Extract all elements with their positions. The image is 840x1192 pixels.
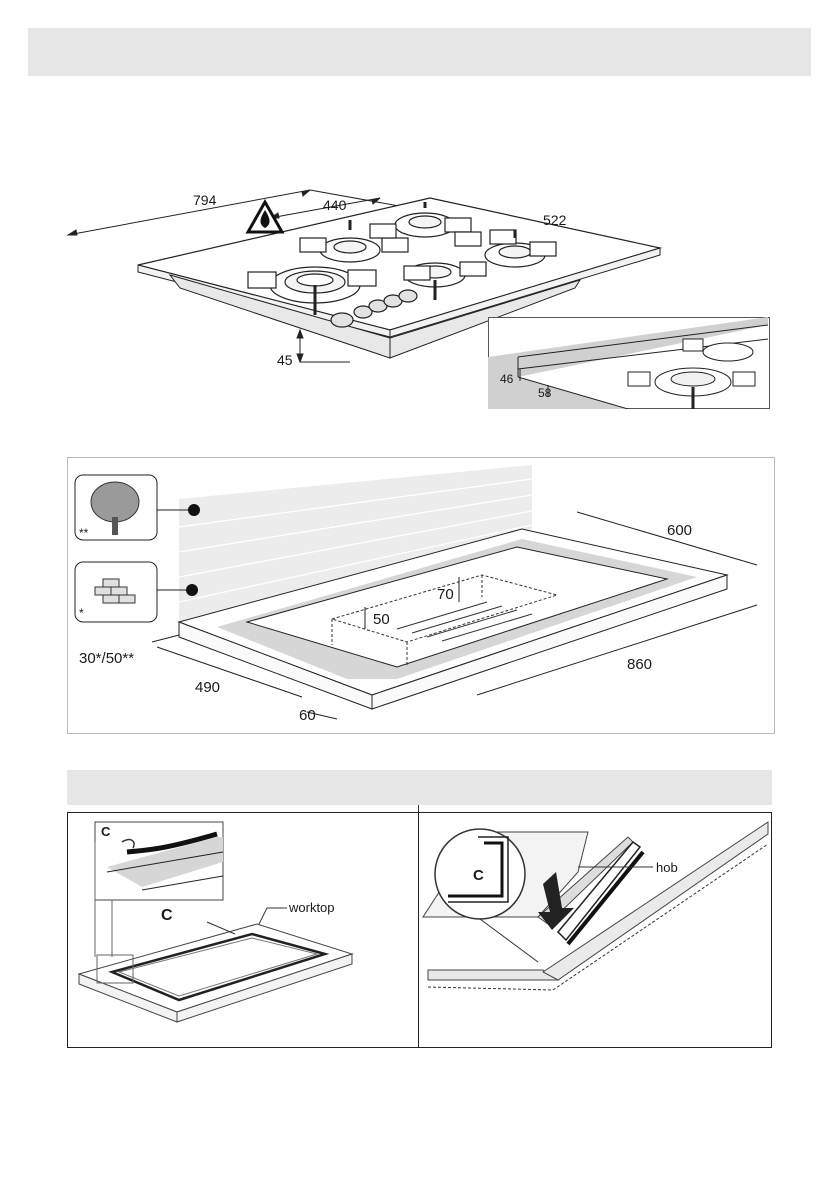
- detail-upper-label: 46: [500, 372, 514, 386]
- brick-marker: *: [79, 606, 84, 620]
- cutout-dimension-figure: ** * 600 860 70 50 30*/50** 490 60: [67, 457, 775, 734]
- worktop-label: worktop: [288, 900, 335, 915]
- seal-main-letter: C: [161, 907, 173, 924]
- hob-mid-label: 440: [323, 197, 347, 213]
- cutout-width-label: 860: [627, 656, 652, 673]
- hob-seal-detail-letter: C: [473, 867, 484, 884]
- section-bar: [67, 770, 772, 805]
- front-margin-label: 60: [299, 707, 316, 724]
- worktop-seal-panel: C C worktop: [67, 812, 419, 1048]
- section-divider: [418, 805, 419, 812]
- side-clearance-label: 30*/50**: [79, 650, 134, 667]
- hob-width-label: 794: [193, 192, 217, 208]
- cutout-depth-label: 600: [667, 522, 692, 539]
- hob-label: hob: [656, 860, 678, 875]
- cutout-drop-front-label: 50: [373, 611, 390, 628]
- header-bar: [28, 28, 811, 76]
- seal-detail-letter: C: [101, 824, 111, 839]
- hob-edge-detail-inset: 46 58: [488, 317, 770, 409]
- wood-marker: **: [79, 526, 89, 540]
- cutout-drop-back-label: 70: [437, 586, 454, 603]
- wall-distance-label: 490: [195, 679, 220, 696]
- seal-detail-zoom: [95, 822, 223, 900]
- hob-seal-panel: C hob: [418, 812, 772, 1048]
- hob-height-label: 45: [277, 352, 293, 368]
- hob-depth-label: 522: [543, 212, 567, 228]
- detail-lower-label: 58: [538, 386, 552, 400]
